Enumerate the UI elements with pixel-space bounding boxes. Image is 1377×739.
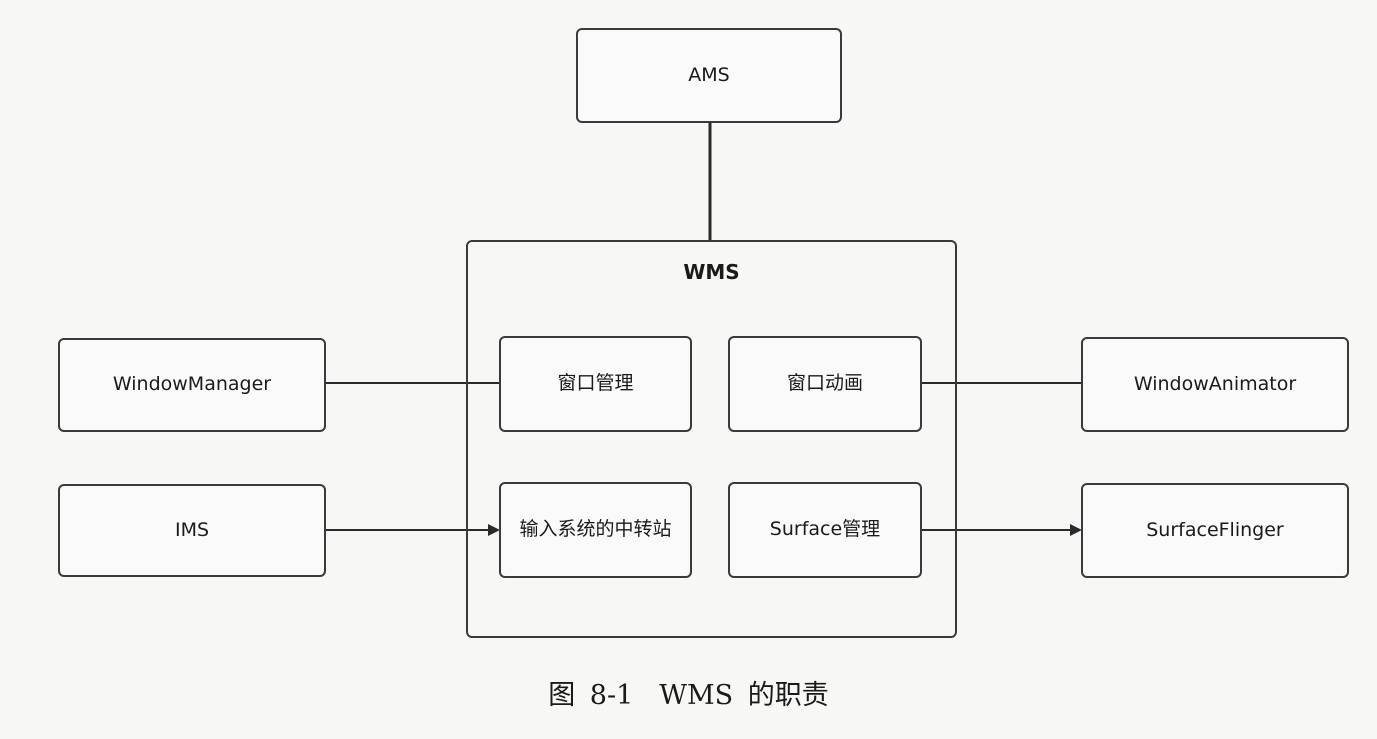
window-manager-label: WindowManager [112, 373, 272, 396]
window-animator-label: WindowAnimator [1133, 372, 1297, 395]
figure-number: 图 8-1 [548, 680, 634, 711]
window-management-label: 窗口管理 [557, 372, 634, 395]
figure-caption: 图 8-1 WMS 的职责 [0, 673, 1377, 712]
input-relay-node: 输入系统的中转站 [499, 482, 692, 578]
window-animation-label: 窗口动画 [786, 372, 863, 395]
ams-node: AMS [576, 28, 842, 123]
surface-flinger-label: SurfaceFlinger [1146, 518, 1284, 541]
input-relay-label: 输入系统的中转站 [519, 518, 672, 541]
window-animation-node: 窗口动画 [728, 336, 922, 432]
ams-label: AMS [688, 63, 730, 86]
surface-flinger-node: SurfaceFlinger [1081, 483, 1349, 578]
window-management-node: 窗口管理 [499, 336, 692, 432]
window-animator-node: WindowAnimator [1081, 337, 1349, 432]
ims-label: IMS [174, 518, 210, 541]
ims-node: IMS [58, 484, 326, 577]
wms-title: WMS [683, 260, 740, 284]
figure-caption-text: WMS 的职责 [659, 680, 829, 711]
surface-management-label: Surface管理 [769, 518, 881, 541]
wms-container: WMS [466, 240, 957, 638]
window-manager-node: WindowManager [58, 338, 326, 432]
surface-management-node: Surface管理 [728, 482, 922, 578]
